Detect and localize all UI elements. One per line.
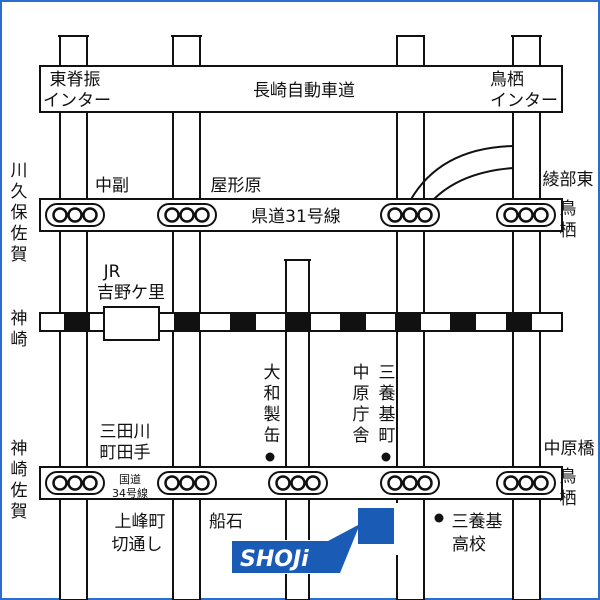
expressway-label: 長崎自動車道 <box>253 81 355 101</box>
shoji-logo: SHOJi <box>226 524 360 574</box>
kubo-saga-label: 川久保佐賀 <box>11 161 28 265</box>
mitagawa-label-2: 町田手 <box>100 443 151 463</box>
interchange-ramp <box>409 145 514 202</box>
traffic-signal-icon <box>496 471 556 495</box>
miyaki-town-label: 三養基町 <box>379 363 396 446</box>
logo-text: SHOJi <box>240 547 309 572</box>
traffic-signal-icon <box>45 203 105 227</box>
kokudo34-label-2: 34号線 <box>112 486 148 500</box>
tosu-ic-label-1: 鳥栖 <box>490 70 524 90</box>
tosu-right-bottom-label: 鳥栖 <box>560 467 577 509</box>
higashisefuri-ic-label-1: 東脊振 <box>50 70 101 90</box>
traffic-signal-icon <box>380 203 440 227</box>
nakabaru-bridge-label: 中原橋 <box>544 439 595 459</box>
kanzaki-saga-label: 神崎佐賀 <box>11 439 28 522</box>
traffic-signal-icon <box>45 471 105 495</box>
expressway-road <box>39 65 563 113</box>
jr-station-box <box>103 306 160 341</box>
miyaki-hs-label-1: 三養基 <box>452 512 503 532</box>
higashisefuri-ic-label-2: インター <box>43 91 111 111</box>
yakatabaru-label: 屋形原 <box>211 176 262 196</box>
traffic-signal-icon <box>157 471 217 495</box>
landmark-dot-icon <box>265 452 275 462</box>
signals-kokudo34 <box>45 471 556 495</box>
funaishi-label: 船石 <box>209 512 243 532</box>
nakazoe-label: 中副 <box>95 176 129 196</box>
traffic-signal-icon <box>380 471 440 495</box>
tosu-right-top-label: 鳥栖 <box>560 199 577 241</box>
kamimine-label-2: 切通し <box>112 535 163 555</box>
landmark-dot-icon <box>381 452 391 462</box>
kanzaki-label: 神崎 <box>11 309 28 350</box>
nakabaru-office-label: 中原庁舎 <box>353 363 370 446</box>
ayabe-higashi-label: 綾部東 <box>543 170 594 190</box>
kokudo34-label-1: 国道 <box>119 472 141 486</box>
destination-square-icon <box>358 508 394 544</box>
landmark-dot-icon <box>434 513 444 523</box>
road-end-caps <box>58 35 542 261</box>
jr-label-1: JR <box>103 262 121 282</box>
traffic-signal-icon <box>157 203 217 227</box>
mitagawa-label-1: 三田川 <box>100 422 151 442</box>
traffic-signal-icon <box>496 203 556 227</box>
jr-railway <box>39 312 563 332</box>
jr-label-2: 吉野ケ里 <box>97 283 165 303</box>
daiwa-label: 大和製缶 <box>264 363 281 446</box>
traffic-signal-icon <box>268 471 328 495</box>
signals-kendo31 <box>45 203 556 227</box>
kendo31-label: 県道31号線 <box>251 207 341 227</box>
miyaki-hs-label-2: 高校 <box>452 535 486 555</box>
kamimine-label-1: 上峰町 <box>115 512 166 532</box>
tosu-ic-label-2: インター <box>490 91 558 111</box>
kendo31-road <box>39 198 563 232</box>
